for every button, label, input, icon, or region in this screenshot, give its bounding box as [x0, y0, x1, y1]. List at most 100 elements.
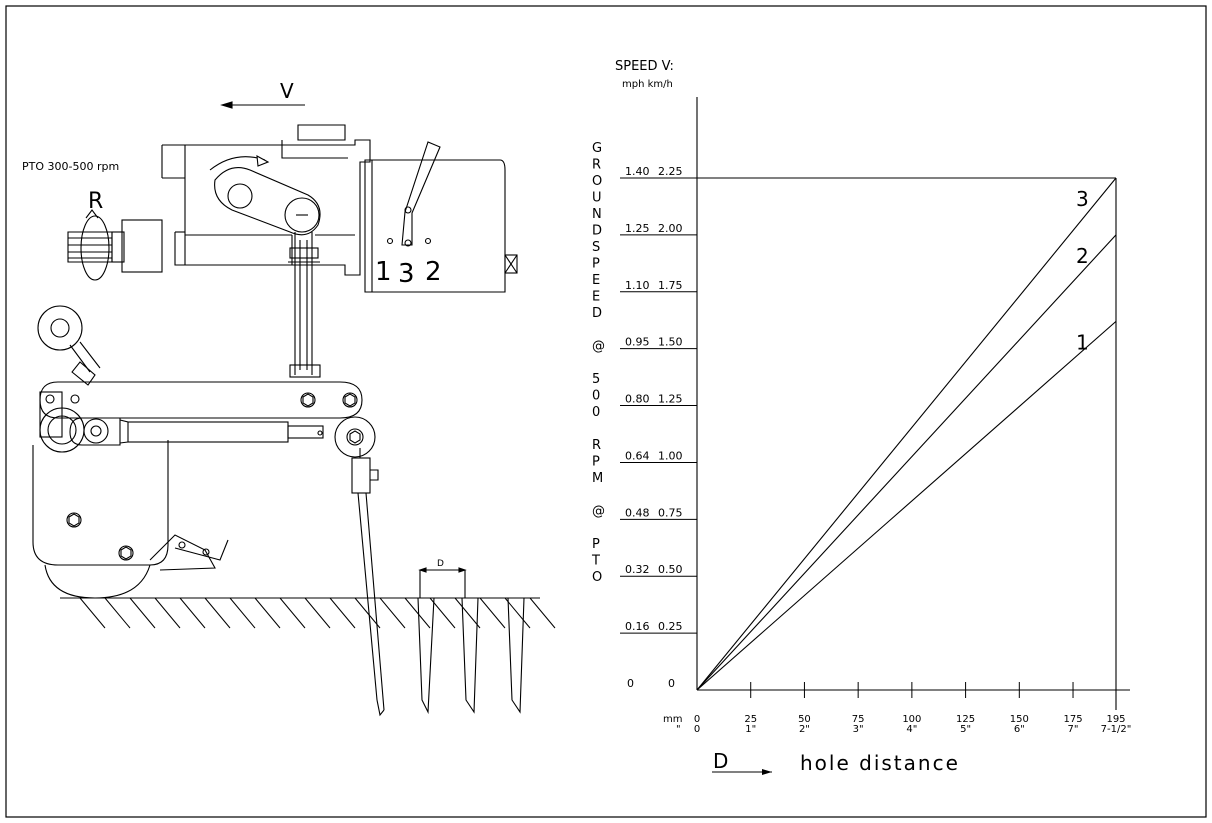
x-tick-mm: 195	[1106, 714, 1125, 725]
sheet-border	[5, 5, 1207, 818]
y-tick-kmh: 1.50	[658, 336, 683, 349]
vertical-label-char: @	[592, 504, 605, 519]
y-tick-kmh: 0.25	[658, 620, 683, 633]
series-line-2	[696, 234, 1117, 691]
top-link-eye	[37, 305, 101, 386]
x-unit-mm: mm	[663, 714, 682, 725]
chart-axes	[696, 97, 1130, 710]
x-tick-mm: 50	[798, 714, 811, 725]
vertical-label-char: 0	[592, 389, 600, 404]
aerator-machine-drawing: V PTO 300-500 rpm	[22, 79, 556, 717]
vertical-label-char: R	[592, 158, 601, 173]
ground-hatch	[254, 597, 281, 629]
y-tick-mph: 0	[627, 677, 634, 690]
chart-title: SPEED V:	[615, 59, 674, 74]
vertical-label-char: E	[592, 273, 600, 288]
series-label-1: 1	[1076, 330, 1089, 354]
y-tick-kmh: 0.75	[658, 506, 683, 519]
x-tick-inch: 4"	[906, 724, 917, 735]
connecting-rod	[288, 232, 321, 378]
x-axis-symbol: D	[713, 749, 728, 773]
y-tick-kmh: 2.00	[658, 222, 683, 235]
x-tick-inch: 0	[694, 724, 700, 735]
x-tick-mm: 0	[694, 714, 700, 725]
vertical-label-char: D	[592, 306, 602, 321]
ground-hatch	[479, 597, 506, 629]
x-tick-mm: 75	[852, 714, 865, 725]
speed-chart: SPEED V: mph km/h GROUNDSPEED@500RPM@PTO…	[591, 59, 1131, 775]
y-tick-kmh: 0.50	[658, 563, 683, 576]
vertical-label-char: P	[592, 537, 600, 552]
y-tick-mph: 0.64	[625, 449, 650, 462]
series-label-3: 3	[1076, 187, 1089, 211]
x-tick-inch: 3"	[853, 724, 864, 735]
speed-arrow-label: V	[280, 79, 294, 103]
x-tick-inch: 7"	[1068, 724, 1079, 735]
vertical-label-char: O	[592, 570, 602, 585]
y-tick-mph: 1.25	[625, 222, 650, 235]
x-unit-inch: "	[676, 724, 681, 735]
x-axis-symbol-arrowhead	[762, 769, 772, 775]
ground-hatch	[354, 597, 381, 629]
rotation-label: R	[88, 189, 103, 214]
y-tick-mph: 0.48	[625, 506, 650, 519]
y-tick-kmh: 1.00	[658, 449, 683, 462]
speed-direction-arrow	[220, 101, 305, 109]
ground-hatch	[304, 597, 331, 629]
vertical-label-char: N	[592, 207, 602, 222]
gear-position-3: 3	[398, 259, 415, 289]
y-tick-kmh: 1.75	[658, 279, 683, 292]
pto-shaft	[67, 209, 163, 281]
ground-surface	[60, 597, 556, 629]
ground-holes	[417, 597, 525, 715]
series-label-2: 2	[1076, 244, 1089, 268]
shift-gearbox	[364, 141, 518, 293]
ground-hatch	[279, 597, 306, 629]
x-tick-inch: 6"	[1014, 724, 1025, 735]
vertical-label-char: M	[592, 471, 603, 486]
ground-hatch	[529, 597, 556, 629]
vertical-label-char: U	[592, 191, 602, 206]
ground-hatch	[154, 597, 181, 629]
gear-position-2: 2	[425, 257, 442, 287]
gearbox-housing	[161, 124, 371, 276]
x-tick-mm: 175	[1063, 714, 1082, 725]
vertical-label-char: D	[592, 224, 602, 239]
ground-hatch	[504, 597, 531, 629]
hole-distance-marker: D	[437, 559, 444, 569]
y-axis-ticks: 0 0 0.16 0.25 0.32 0.50 0.48 0.75 0.64 1.00 0.80 1.…	[620, 165, 697, 690]
crank-arm	[214, 167, 321, 236]
x-tick-inch: 5"	[960, 724, 971, 735]
y-tick-mph: 0.16	[625, 620, 650, 633]
y-tick-mph: 0.95	[625, 336, 650, 349]
y-tick-mph: 0.32	[625, 563, 650, 576]
ground-hatch	[454, 597, 481, 629]
damper-link	[69, 416, 376, 458]
series-line-3	[696, 177, 1117, 691]
y-tick-mph: 1.40	[625, 165, 650, 178]
y-tick-kmh: 2.25	[658, 165, 683, 178]
x-axis-ticks: mm"00251"502"753"1004"1255"1506"1757"195…	[663, 682, 1131, 735]
x-tick-mm: 100	[902, 714, 921, 725]
ground-hatch	[129, 597, 156, 629]
vertical-label-char: E	[592, 290, 600, 305]
hole-distance-dimension	[418, 567, 467, 598]
y-tick-mph: 1.10	[625, 279, 650, 292]
y-tick-kmh: 0	[668, 677, 675, 690]
ground-hatch	[104, 597, 131, 629]
x-tick-mm: 125	[956, 714, 975, 725]
ground-hatch	[179, 597, 206, 629]
ground-hatch	[379, 597, 406, 629]
vertical-label-char: 0	[592, 405, 600, 420]
vertical-label-char: P	[592, 257, 600, 272]
x-tick-inch: 2"	[799, 724, 810, 735]
x-tick-mm: 150	[1010, 714, 1029, 725]
vertical-label-char: P	[592, 455, 600, 470]
series-line-1	[696, 320, 1117, 691]
pto-label: PTO 300-500 rpm	[22, 160, 119, 173]
chart-series: 3 2 1	[696, 177, 1117, 691]
y-tick-mph: 0.80	[625, 393, 650, 406]
vertical-label-char: R	[592, 438, 601, 453]
